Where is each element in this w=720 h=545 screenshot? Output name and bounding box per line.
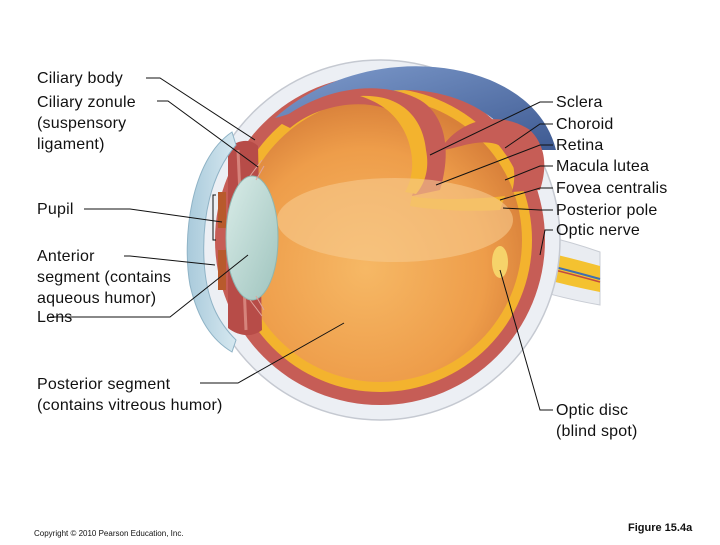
- label-ciliary-body: Ciliary body: [37, 68, 123, 89]
- label-optic-nerve: Optic nerve: [556, 220, 640, 241]
- label-choroid: Choroid: [556, 114, 613, 135]
- label-posterior-segment: Posterior segment (contains vitreous hum…: [37, 374, 223, 416]
- optic-disc-shape: [492, 246, 508, 278]
- figure-caption: Figure 15.4a: [628, 522, 692, 534]
- label-pupil: Pupil: [37, 199, 74, 220]
- label-macula-lutea: Macula lutea: [556, 156, 649, 177]
- posterior-wall: [277, 178, 513, 262]
- label-posterior-pole: Posterior pole: [556, 200, 658, 221]
- label-sclera: Sclera: [556, 92, 603, 113]
- copyright-text: Copyright © 2010 Pearson Education, Inc.: [34, 529, 184, 538]
- iris-shape: [218, 192, 226, 228]
- label-fovea-centralis: Fovea centralis: [556, 178, 668, 199]
- label-anterior-segment: Anterior segment (contains aqueous humor…: [37, 246, 171, 309]
- label-retina: Retina: [556, 135, 603, 156]
- lens-shape: [226, 176, 278, 300]
- label-ciliary-zonule: Ciliary zonule (suspensory ligament): [37, 92, 136, 155]
- label-optic-disc: Optic disc (blind spot): [556, 400, 638, 442]
- label-lens: Lens: [37, 307, 73, 328]
